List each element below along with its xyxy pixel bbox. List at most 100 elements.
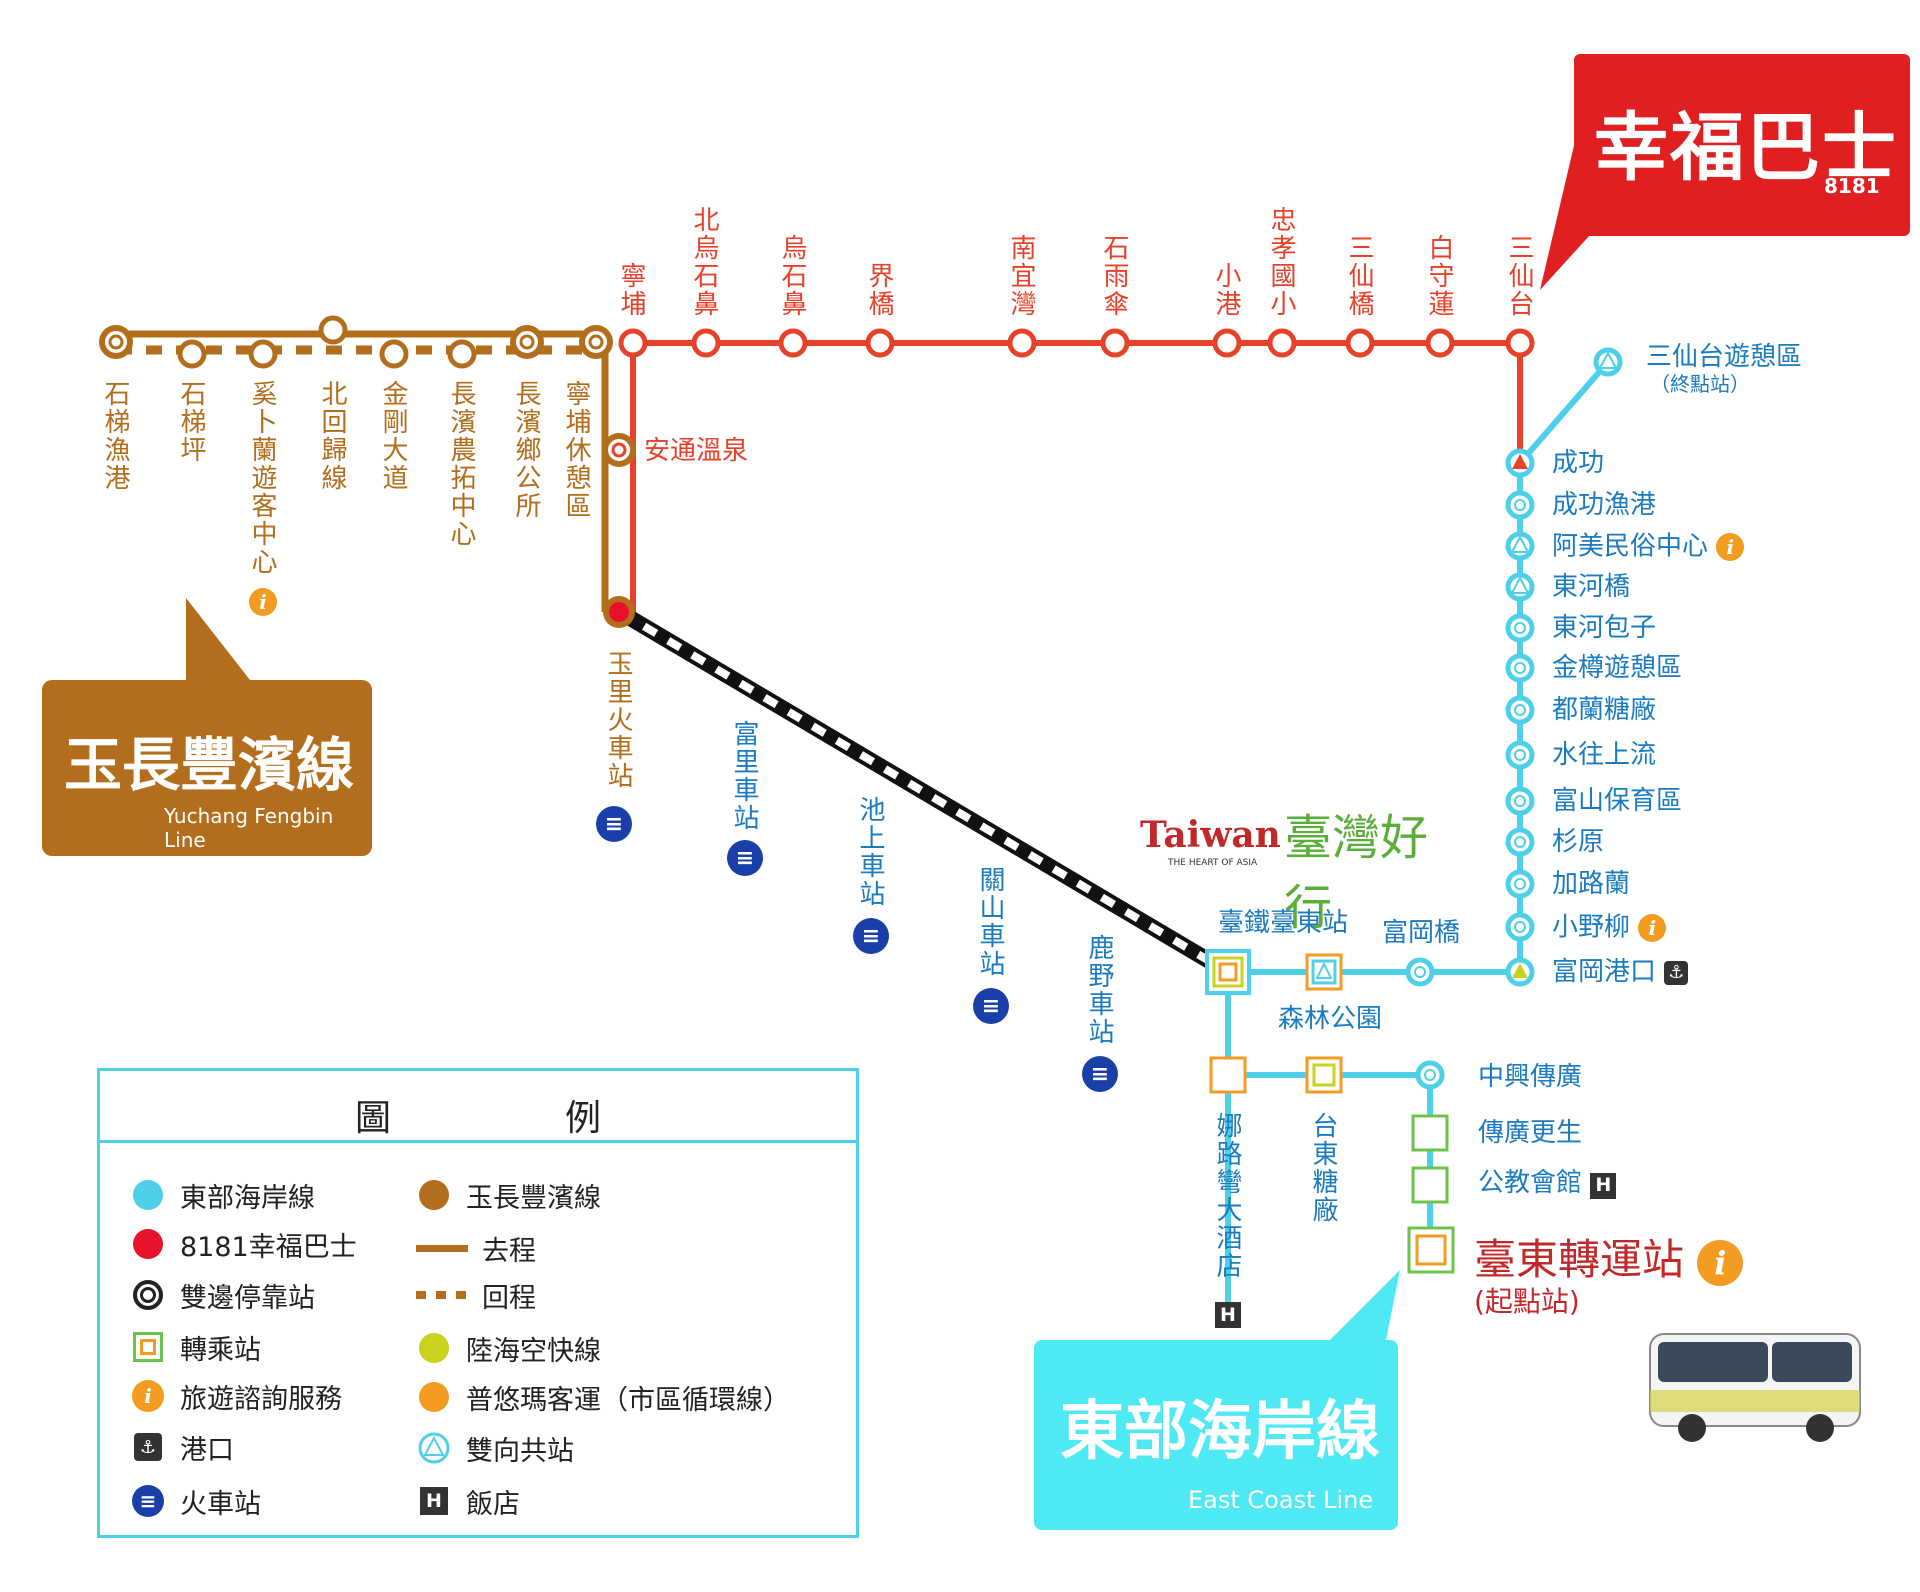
legend-label: 回程 <box>482 1282 536 1314</box>
stop-label-xiaogang: 小港 <box>1211 262 1241 318</box>
info-icon: i <box>132 1380 164 1412</box>
stop-label-fugang-bridge: 富岡橋 <box>1382 918 1461 948</box>
legend-label: 陸海空快線 <box>466 1335 601 1367</box>
stop-label-sugar-factory: 台東糖廠 <box>1308 1112 1338 1224</box>
stop-label-taitung-rail: 臺鐵臺東站 <box>1218 908 1349 938</box>
legend-label: 雙向共站 <box>466 1435 574 1467</box>
solid-line-icon <box>416 1244 468 1252</box>
hotel-icon: H <box>1590 1172 1617 1199</box>
legend-label: 8181幸福巴士 <box>180 1231 357 1263</box>
stop-label-fushan: 富山保育區 <box>1552 786 1683 816</box>
legend-hotel: H 飯店 <box>414 1481 520 1521</box>
yuchang-en: Yuchang Fengbin Line <box>164 804 334 852</box>
stop-label-beiwushi: 北烏石鼻 <box>689 206 719 318</box>
station-label-chishang: 池上車站 <box>855 796 885 908</box>
legend-shared: 雙向共站 <box>414 1428 574 1468</box>
legend-label: 雙邊停靠站 <box>180 1282 315 1314</box>
legend-puyouma: 普悠瑪客運（市區循環線） <box>414 1377 790 1417</box>
legend-label: 港口 <box>180 1434 234 1466</box>
info-icon: i <box>1697 1239 1744 1286</box>
stop-label-amis: 阿美民俗中心 i <box>1552 531 1745 562</box>
stop-label-dulan: 都蘭糖廠 <box>1552 695 1657 725</box>
taiwan-sub: THE HEART OF ASIA <box>1168 858 1258 868</box>
happy-bus-logo: 幸福巴士 8181 <box>1574 54 1910 236</box>
stop-label-taitung-transfer: 臺東轉運站 i <box>1474 1226 1744 1287</box>
stop-label-donghe-bun: 東河包子 <box>1552 613 1657 643</box>
stop-label-shanyuan: 杉原 <box>1552 827 1605 857</box>
amis-text: 阿美民俗中心 <box>1552 531 1709 562</box>
orange-dot-icon <box>419 1382 449 1412</box>
stop-label-sanxiantai-rec: 三仙台遊憩區 <box>1646 342 1803 372</box>
hotel-icon: H <box>1215 1302 1241 1328</box>
stop-label-zhongxing: 中興傳廣 <box>1478 1062 1583 1092</box>
stop-label-xiaoyeliu: 小野柳 i <box>1552 912 1667 943</box>
eastcoast-en: East Coast Line <box>1188 1486 1374 1514</box>
stop-label-shitiping: 石梯坪 <box>176 380 206 464</box>
red-stops <box>602 328 1535 628</box>
train-icon: ≡ <box>727 840 763 876</box>
blue-stops <box>1405 347 1623 1090</box>
legend-label: 轉乘站 <box>180 1334 261 1366</box>
transfer-stops <box>1205 949 1455 1274</box>
legend-return: 回程 <box>414 1275 536 1315</box>
stop-label-water-up: 水往上流 <box>1552 740 1657 770</box>
stop-label-teachers-hall: 公教會館 H <box>1478 1168 1617 1199</box>
stop-label-nanyi: 南宜灣 <box>1006 234 1036 318</box>
taiwan-brand: Taiwan <box>1140 814 1281 856</box>
fugang-harbor-text: 富岡港口 <box>1552 957 1657 987</box>
legend-title: 圖 例 <box>100 1071 856 1143</box>
station-label-fuli: 富里車站 <box>729 720 759 832</box>
info-icon: i <box>249 588 277 616</box>
xiaoyeliu-text: 小野柳 <box>1552 912 1631 943</box>
legend-landseaair: 陸海空快線 <box>414 1328 601 1368</box>
stop-label-forest-park: 森林公園 <box>1278 1004 1383 1034</box>
legend-port: ⚓ 港口 <box>128 1427 234 1467</box>
stop-label-tropic: 北回歸線 <box>317 380 347 492</box>
yuchang-pointer <box>186 598 250 690</box>
legend: 圖 例 東部海岸線 8181幸福巴士 雙邊停靠站 轉乘站 i 旅遊諮詢服務 ⚓ … <box>97 1068 859 1538</box>
train-icon: ≡ <box>853 918 889 954</box>
stop-label-fugang-harbor: 富岡港口 ⚓ <box>1552 957 1689 987</box>
stop-label-baishoulian: 白守蓮 <box>1424 234 1454 318</box>
legend-outbound: 去程 <box>414 1228 536 1268</box>
legend-train: ≡ 火車站 <box>128 1481 261 1521</box>
stop-label-jieqiao: 界橋 <box>864 262 894 318</box>
teachers-hall-text: 公教會館 <box>1478 1168 1583 1198</box>
legend-label: 東部海岸線 <box>180 1182 315 1214</box>
legend-label: 旅遊諮詢服務 <box>180 1383 342 1415</box>
happy-bus-number: 8181 <box>1824 174 1880 198</box>
stop-label-ningpu-rest: 寧埔休憩區 <box>561 380 591 520</box>
bus-illustration <box>1649 1333 1861 1442</box>
stop-label-donghe-bridge: 東河橋 <box>1552 572 1631 602</box>
legend-label: 普悠瑪客運（市區循環線） <box>466 1384 790 1416</box>
stop-label-sanxiantai: 三仙台 <box>1504 234 1534 318</box>
info-icon: i <box>1638 914 1667 942</box>
train-icon: ≡ <box>132 1485 164 1517</box>
red-dot-icon <box>133 1229 163 1259</box>
stop-label-jinzun: 金樽遊憩區 <box>1552 653 1683 683</box>
train-icon: ≡ <box>596 806 632 842</box>
stop-label-changbin-farm: 長濱農拓中心 <box>446 380 476 548</box>
legend-label: 飯店 <box>466 1488 520 1520</box>
dashed-line-icon <box>416 1291 468 1299</box>
stop-label-changbin-office: 長濱鄉公所 <box>511 380 541 520</box>
legend-yuchang: 玉長豐濱線 <box>414 1175 601 1215</box>
legend-transfer: 轉乘站 <box>128 1327 261 1367</box>
station-label-guanshan: 關山車站 <box>975 866 1005 978</box>
legend-double: 雙邊停靠站 <box>128 1275 315 1315</box>
blue-line-spur <box>1517 360 1611 465</box>
eastcoast-logo: 東部海岸線 East Coast Line <box>1034 1340 1398 1530</box>
stop-label-jialulan: 加路蘭 <box>1552 869 1631 899</box>
blue-dot-icon <box>133 1180 163 1210</box>
stop-label-shiti-harbor: 石梯漁港 <box>100 380 130 492</box>
taitung-transfer-text: 臺東轉運站 <box>1474 1235 1685 1284</box>
terminal-note: （終點站） <box>1650 372 1750 396</box>
legend-happy: 8181幸福巴士 <box>128 1224 357 1264</box>
stop-label-chuanguang: 傳廣更生 <box>1478 1118 1583 1148</box>
train-icon: ≡ <box>973 988 1009 1024</box>
info-icon: i <box>1716 533 1745 561</box>
stop-label-yuli: 玉里火車站 <box>603 650 633 790</box>
stop-label-naluwan: 娜路彎大酒店 <box>1212 1112 1242 1280</box>
legend-info: i 旅遊諮詢服務 <box>128 1376 342 1416</box>
double-ring-icon <box>133 1280 163 1310</box>
